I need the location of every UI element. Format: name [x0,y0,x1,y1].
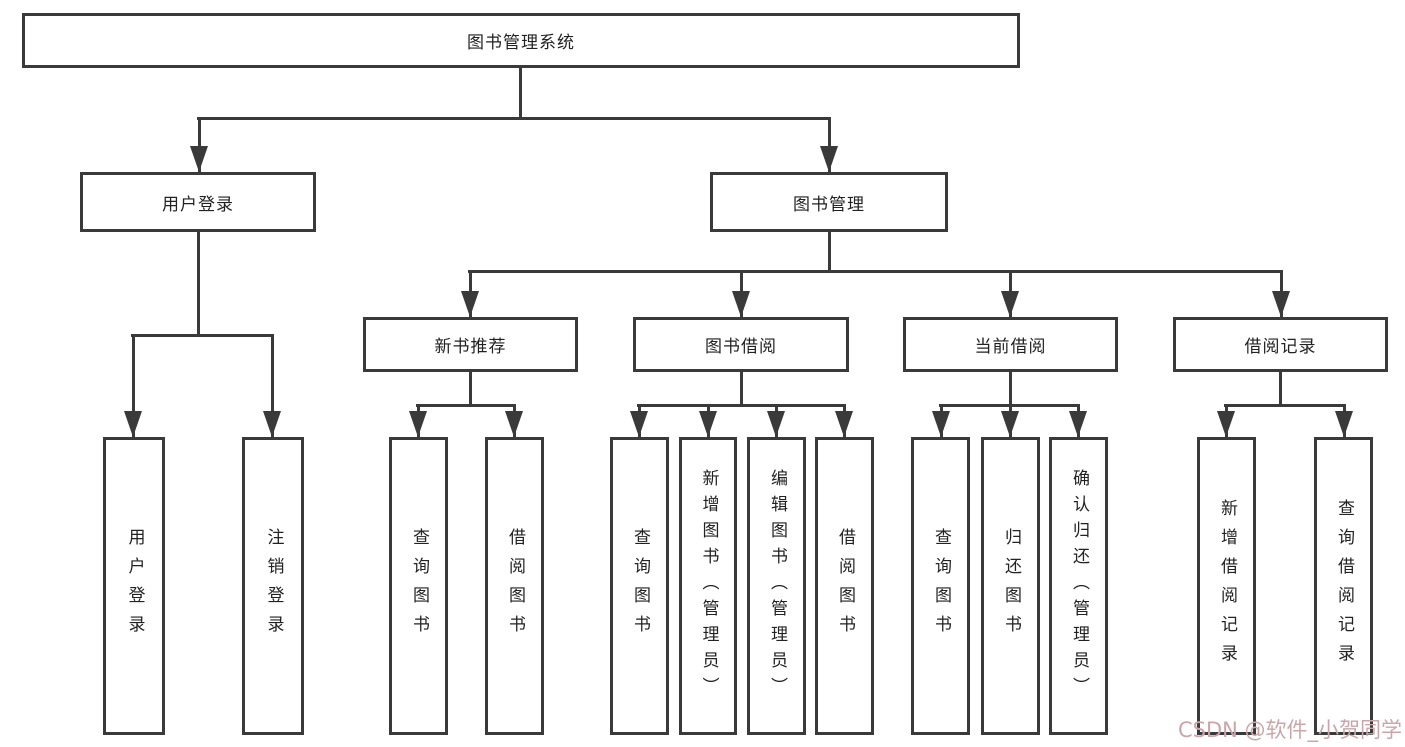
arrow-down-icon [1001,411,1019,437]
node-new-book-recommend: 新书推荐 [363,317,578,372]
leaf-bb-add-books-admin-label: 新增图书（管理员） [698,469,719,703]
connector-line [1009,372,1012,406]
connector-line [468,270,1282,273]
leaf-logout-label: 注销登录 [263,528,284,644]
leaf-cb-query-books-label: 查询图书 [931,528,951,644]
arrow-down-icon [505,411,523,437]
leaf-logout: 注销登录 [242,437,304,735]
leaf-user-login: 用户登录 [103,437,165,735]
arrow-down-icon [1001,291,1019,317]
arrow-down-icon [835,411,853,437]
node-book-borrow-label: 图书借阅 [705,337,777,357]
node-current-borrow: 当前借阅 [903,317,1118,372]
arrow-down-icon [124,411,142,437]
connector-line [197,232,200,336]
connector-line [519,68,522,119]
arrow-down-icon [1069,411,1087,437]
leaf-nb-query-books: 查询图书 [389,437,448,735]
node-root: 图书管理系统 [22,13,1020,68]
arrow-down-icon [409,411,427,437]
leaf-bb-add-books-admin: 新增图书（管理员） [679,437,737,735]
leaf-bb-edit-books-admin-label: 编辑图书（管理员） [767,469,787,703]
leaf-rc-query-record-label: 查询借阅记录 [1334,499,1354,673]
arrow-down-icon [1272,291,1290,317]
leaf-user-login-label: 用户登录 [124,528,145,644]
arrow-down-icon [699,411,717,437]
arrow-down-icon [932,411,950,437]
node-user-login-label: 用户登录 [162,194,234,215]
node-root-label: 图书管理系统 [467,33,575,53]
connector-line [416,404,515,407]
leaf-cb-confirm-return-admin: 确认归还（管理员） [1049,437,1108,735]
arrow-down-icon [1217,411,1235,437]
node-book-management: 图书管理 [710,172,948,232]
connector-line [1279,372,1282,406]
leaf-nb-borrow-books: 借阅图书 [485,437,544,735]
leaf-rc-add-record: 新增借阅记录 [1197,437,1256,735]
leaf-bb-borrow-books-label: 借阅图书 [835,528,855,644]
leaf-cb-return-books: 归还图书 [981,437,1040,735]
arrow-down-icon [190,146,208,172]
connector-line [132,334,135,437]
node-current-borrow-label: 当前借阅 [974,337,1047,357]
connector-line [469,372,472,406]
leaf-nb-query-books-label: 查询图书 [409,528,429,644]
connector-line [828,232,831,272]
connector-line [131,334,273,337]
arrow-down-icon [767,411,785,437]
arrow-down-icon [461,291,479,317]
connector-line [1224,404,1345,407]
node-book-borrow: 图书借阅 [633,317,849,372]
leaf-rc-add-record-label: 新增借阅记录 [1217,499,1237,673]
watermark: CSDN @软件_小贺同学 [1178,718,1403,742]
node-borrow-records: 借阅记录 [1173,317,1388,372]
leaf-rc-query-record: 查询借阅记录 [1314,437,1373,735]
connector-line [271,334,274,437]
arrow-down-icon [630,411,648,437]
leaf-bb-edit-books-admin: 编辑图书（管理员） [747,437,806,735]
connector-line [828,117,831,174]
node-borrow-records-label: 借阅记录 [1244,337,1317,357]
node-new-book-recommend-label: 新书推荐 [434,337,507,357]
leaf-bb-query-books-label: 查询图书 [630,528,650,644]
connector-line [197,117,831,120]
leaf-nb-borrow-books-label: 借阅图书 [505,528,525,644]
arrow-down-icon [732,291,750,317]
arrow-down-icon [820,146,838,172]
arrow-down-icon [263,411,281,437]
connector-line [740,372,743,406]
node-user-login: 用户登录 [80,172,316,232]
leaf-cb-return-books-label: 归还图书 [1001,528,1021,644]
leaf-bb-query-books: 查询图书 [610,437,669,735]
leaf-cb-confirm-return-admin-label: 确认归还（管理员） [1069,469,1089,703]
leaf-cb-query-books: 查询图书 [911,437,970,735]
arrow-down-icon [1335,411,1353,437]
leaf-bb-borrow-books: 借阅图书 [815,437,874,735]
node-book-management-label: 图书管理 [793,194,865,215]
connector-line [198,117,201,174]
connector-line [637,404,846,407]
